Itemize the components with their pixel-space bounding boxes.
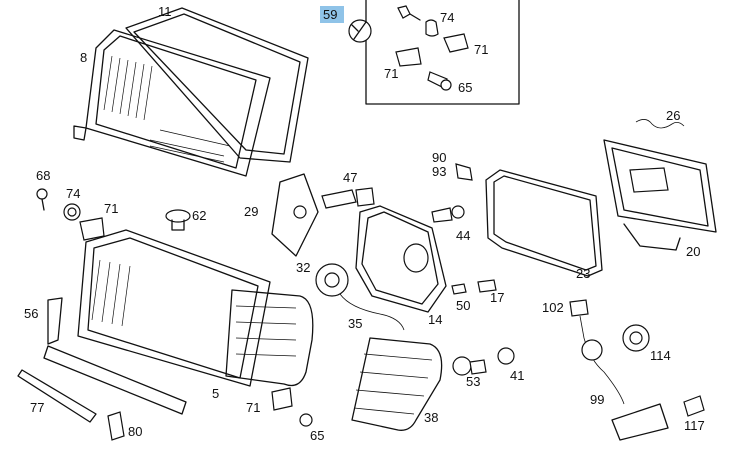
bulb-47-icon bbox=[321, 187, 375, 209]
cap-32-icon bbox=[315, 263, 405, 331]
side-marker-99 bbox=[611, 403, 669, 441]
screw-65-lower-icon bbox=[299, 413, 313, 427]
label-8: 8 bbox=[80, 50, 87, 65]
label-90: 90 bbox=[432, 150, 446, 165]
label-114: 114 bbox=[650, 348, 671, 363]
label-71: 71 bbox=[384, 66, 398, 81]
label-53: 53 bbox=[466, 374, 480, 389]
label-62: 62 bbox=[192, 208, 206, 223]
wire-26-icon bbox=[635, 119, 685, 129]
clip-71-icon bbox=[395, 33, 469, 67]
label-41: 41 bbox=[510, 368, 524, 383]
label-38: 38 bbox=[424, 410, 438, 425]
headlamp-frame-11 bbox=[125, 7, 309, 163]
label-71: 71 bbox=[104, 201, 118, 216]
clip-80-icon bbox=[107, 411, 125, 441]
label-102: 102 bbox=[542, 300, 564, 315]
label-44: 44 bbox=[456, 228, 470, 243]
indicator-lens-38 bbox=[351, 337, 443, 431]
nut-74-icon bbox=[63, 203, 81, 221]
headlamp-housing-14 bbox=[355, 205, 447, 313]
connector-90-icon bbox=[455, 163, 473, 181]
label-65: 65 bbox=[458, 80, 472, 95]
headlamp-lens-8 bbox=[73, 29, 271, 177]
label-77: 77 bbox=[30, 400, 44, 415]
label-20: 20 bbox=[686, 244, 700, 259]
clip-71-icon bbox=[79, 217, 105, 241]
label-74: 74 bbox=[440, 10, 454, 25]
label-117: 117 bbox=[684, 418, 705, 433]
label-47: 47 bbox=[343, 170, 357, 185]
trim-77 bbox=[17, 369, 97, 423]
bulb-117-icon bbox=[683, 395, 705, 417]
label-35: 35 bbox=[348, 316, 362, 331]
grommet-114-icon bbox=[622, 324, 650, 352]
label-71: 71 bbox=[474, 42, 488, 57]
socket-41-icon bbox=[497, 347, 515, 365]
bulb-53-icon bbox=[452, 356, 487, 376]
bracket-56 bbox=[47, 297, 63, 345]
label-5: 5 bbox=[212, 386, 219, 401]
reflector-29 bbox=[271, 173, 319, 257]
screw-68-icon bbox=[36, 188, 48, 211]
label-26: 26 bbox=[666, 108, 680, 123]
label-56: 56 bbox=[24, 306, 38, 321]
headlamp-assembly-5 bbox=[43, 229, 314, 415]
grommet-62-icon bbox=[165, 209, 191, 231]
harness-102 bbox=[569, 299, 625, 405]
clip-71-lower-icon bbox=[271, 387, 293, 411]
screw-74-icon bbox=[397, 5, 439, 37]
label-17: 17 bbox=[490, 290, 504, 305]
label-74: 74 bbox=[66, 186, 80, 201]
label-68: 68 bbox=[36, 168, 50, 183]
label-71: 71 bbox=[246, 400, 260, 415]
screw-65-icon bbox=[427, 71, 452, 91]
gasket-23 bbox=[485, 169, 603, 277]
label-99: 99 bbox=[590, 392, 604, 407]
label-14: 14 bbox=[428, 312, 442, 327]
housing-20 bbox=[603, 139, 717, 251]
label-80: 80 bbox=[128, 424, 142, 439]
label-29: 29 bbox=[244, 204, 258, 219]
label-93: 93 bbox=[432, 164, 446, 179]
bulb-44-icon bbox=[431, 205, 465, 223]
bulb-17-icon bbox=[477, 279, 497, 293]
label-50: 50 bbox=[456, 298, 470, 313]
inset-box bbox=[365, 0, 520, 105]
label-65: 65 bbox=[310, 428, 324, 443]
bulb-50-icon bbox=[451, 283, 467, 295]
label-23: 23 bbox=[576, 266, 590, 281]
wrench-tool-icon bbox=[348, 19, 372, 43]
label-32: 32 bbox=[296, 260, 310, 275]
part-59-highlight[interactable] bbox=[320, 6, 344, 23]
label-11: 11 bbox=[158, 4, 172, 19]
label-59: 59 bbox=[323, 7, 337, 22]
